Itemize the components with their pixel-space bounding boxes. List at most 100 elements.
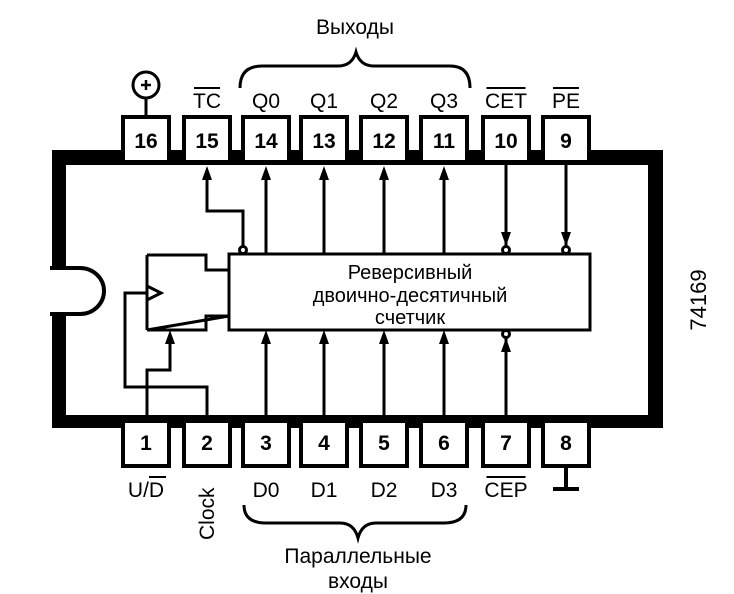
top-pin-row: 16 15 TC 14 Q0 13 Q1 12 Q2 11 Q3 10 CET 9 PE — [121, 70, 591, 164]
arrow-down-icon — [501, 232, 511, 246]
pin-3: 3D0 — [241, 419, 291, 502]
pin-signal-label: D0 — [253, 479, 280, 502]
pin-box — [299, 115, 349, 164]
pin-number: 8 — [560, 432, 572, 455]
pin-box — [419, 115, 469, 164]
pin-box — [299, 419, 349, 468]
pin-box — [541, 419, 591, 468]
wire-up-down — [145, 338, 172, 415]
pin-14: 14 Q0 — [241, 90, 291, 164]
pin-box — [481, 115, 531, 164]
wire-tc — [205, 172, 245, 249]
ground-icon — [553, 466, 579, 491]
chip-part-number: 74169 — [686, 269, 711, 330]
arrow-up-icon — [202, 166, 212, 180]
arrow-up-icon — [439, 330, 449, 344]
outputs-group-label: Выходы — [316, 16, 394, 39]
arrow-up-icon — [379, 330, 389, 344]
pin-box — [182, 115, 232, 164]
arrow-up-icon — [319, 166, 329, 180]
inversion-bubble-cep — [501, 329, 511, 339]
counter-block-title-line-1: Реверсивный — [348, 262, 473, 284]
pin-signal-label: CEP — [484, 479, 527, 502]
arrow-up-icon — [261, 166, 271, 180]
pin-signal-label: PE — [552, 90, 580, 113]
pin-signal-label: Q3 — [430, 90, 458, 113]
counter-block: Реверсивный двоично-десятичный счетчик — [227, 252, 592, 332]
pin-box — [241, 419, 291, 468]
arrow-up-icon — [261, 330, 271, 344]
pin-box — [359, 419, 409, 468]
pin-box — [419, 419, 469, 468]
wire-clock — [123, 291, 209, 415]
outputs-brace-icon — [238, 46, 472, 89]
pin-number: 1 — [140, 432, 152, 455]
pin-signal-label: TC — [193, 90, 221, 113]
counter-block-title-line-3: счетчик — [375, 307, 445, 329]
pin-signal-label: D2 — [371, 479, 398, 502]
arrow-up-icon — [379, 166, 389, 180]
pin-number: 15 — [195, 130, 219, 153]
pin-number: 2 — [201, 432, 213, 455]
wiring — [123, 165, 571, 415]
arrowheads — [165, 166, 571, 352]
pin-number: 5 — [378, 432, 390, 455]
pin-number: 3 — [260, 432, 272, 455]
pin-signal-label: Q2 — [370, 90, 398, 113]
pin-signal-label: Q0 — [252, 90, 280, 113]
pin-number: 4 — [318, 432, 330, 455]
plus-sign-icon — [141, 80, 151, 90]
pin-signal-label: D3 — [431, 479, 458, 502]
pin-box — [241, 115, 291, 164]
chip-notch — [50, 266, 106, 316]
parallel-inputs-label-line-1: Параллельные — [284, 545, 431, 568]
inputs-brace-icon — [242, 504, 468, 544]
inversion-bubble-tc — [238, 245, 248, 255]
pin-signal-label: D1 — [311, 479, 338, 502]
pin-signal-label: CET — [485, 90, 527, 113]
pin-number: 9 — [560, 130, 572, 153]
pin-9: 9 PE — [541, 87, 591, 164]
inversion-bubble-cet — [501, 245, 511, 255]
pin-box — [541, 115, 591, 164]
pin-10: 10 CET — [481, 87, 531, 164]
pin-number: 13 — [312, 130, 335, 153]
pin-13: 13 Q1 — [299, 90, 349, 164]
clock-triangle-icon — [146, 284, 165, 302]
pin-box — [359, 115, 409, 164]
inversion-bubble-pe — [561, 245, 571, 255]
pin-box — [182, 419, 232, 468]
arrow-up-icon — [501, 338, 511, 352]
pin-4: 4D1 — [299, 419, 349, 502]
counter-block-title-line-2: двоично-десятичный — [313, 285, 508, 307]
pin-number: 12 — [372, 130, 395, 153]
pin-number: 7 — [500, 432, 512, 455]
arrow-up-icon — [319, 330, 329, 344]
pin-signal-label: Clock — [196, 487, 219, 540]
pin-11: 11 Q3 — [419, 90, 469, 164]
pin-8: 8 — [541, 419, 591, 491]
pin-6: 6D3 — [419, 419, 469, 502]
pin-number: 11 — [433, 130, 456, 153]
pin-5: 5D2 — [359, 419, 409, 502]
pin-box — [121, 419, 171, 468]
pin-box — [481, 419, 531, 468]
pin-1: 1U/D — [121, 419, 171, 502]
pin-number: 10 — [494, 130, 517, 153]
pin-15: 15 TC — [182, 87, 232, 164]
arrow-up-icon — [165, 330, 175, 344]
signal-prefix: U/ — [128, 479, 149, 502]
pin-number: 14 — [254, 130, 278, 153]
signal-inverted-part: D — [149, 479, 164, 502]
arrow-up-icon — [439, 166, 449, 180]
arrow-down-icon — [561, 232, 571, 246]
pin-number: 16 — [134, 130, 157, 153]
pin-signal-label: Q1 — [310, 90, 338, 113]
pin-12: 12 Q2 — [359, 90, 409, 164]
parallel-inputs-label-line-2: входы — [328, 570, 388, 593]
pin-16: 16 — [121, 70, 171, 164]
